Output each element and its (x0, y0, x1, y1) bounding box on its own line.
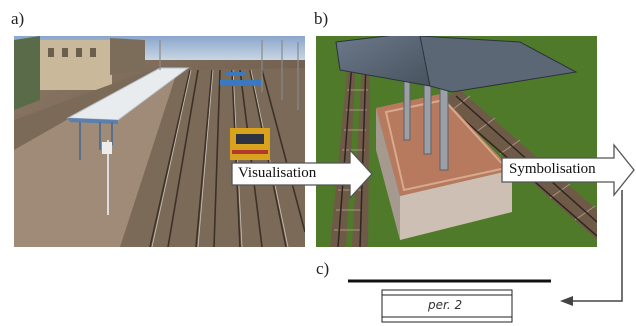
photo-platform (14, 78, 175, 247)
panel-label-c: c) (316, 259, 330, 278)
panel-label-a: a) (11, 9, 25, 28)
symbolisation-arrow (501, 143, 635, 197)
panel-label-b: b) (314, 9, 329, 28)
station-building (30, 40, 112, 90)
model-track-left (330, 61, 370, 247)
model-roof-right (419, 36, 578, 93)
platform-symbol (348, 279, 551, 323)
platform-number-label: per. 2 (428, 298, 463, 312)
visualisation-label: Visualisation (238, 165, 317, 181)
station-photo (14, 36, 305, 247)
symbolisation-label: Symbolisation (509, 161, 596, 177)
platform-3d-model (316, 36, 597, 247)
symbolisation-connector (560, 190, 623, 306)
visualisation-arrow (231, 148, 373, 200)
